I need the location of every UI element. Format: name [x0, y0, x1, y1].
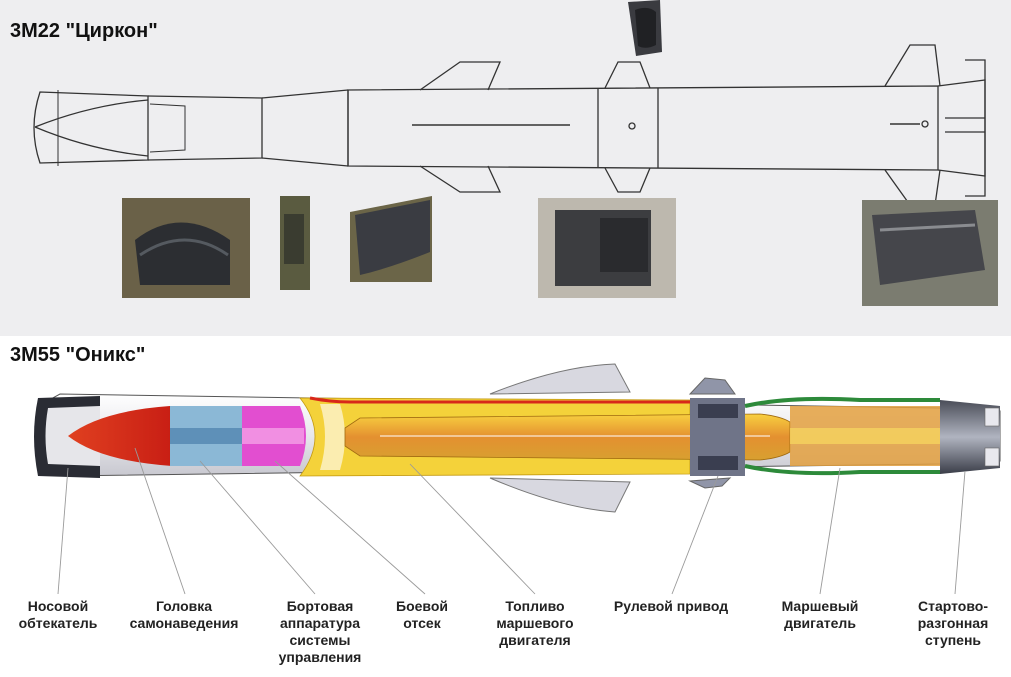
- label-cruise-engine: Маршевый двигатель: [781, 598, 859, 631]
- oniks-seeker-head: [68, 406, 172, 466]
- label-seeker-head: Головка самонаведения: [129, 598, 239, 631]
- oniks-title: 3М55 "Оникс": [10, 344, 146, 366]
- label-control-electronics: Бортовая аппаратура системы управления: [278, 598, 362, 665]
- zircon-title: 3М22 "Циркон": [10, 20, 158, 42]
- zircon-panel: 3М22 "Циркон": [0, 0, 1011, 336]
- leader-lines: [57, 447, 966, 595]
- zircon-nose-outline: [33, 91, 149, 164]
- zircon-control-fin-top: [604, 61, 651, 89]
- zircon-tail-fin-top: [884, 44, 941, 87]
- zircon-mid-wing-top: [419, 61, 501, 91]
- zircon-drawing: [33, 0, 998, 306]
- zircon-main-body: [347, 85, 939, 171]
- label-rudder-actuator: Рулевой привод: [613, 598, 729, 614]
- oniks-fuel-line: [309, 396, 690, 404]
- zircon-control-fin-bottom: [604, 167, 651, 193]
- label-fuel: Топливо маршевого двигателя: [496, 598, 574, 648]
- oniks-wing-bottom: [489, 477, 631, 513]
- oniks-cruise-engine: [744, 396, 940, 408]
- zircon-mid-wing-bottom: [419, 165, 502, 193]
- zircon-forward-body: [147, 95, 263, 161]
- label-booster: Стартово- разгонная ступень: [917, 598, 989, 648]
- oniks-panel: 3М55 "Оникс": [0, 336, 1011, 677]
- oniks-control-fin-top: [688, 377, 736, 395]
- oniks-control-fin-bottom: [688, 477, 732, 489]
- oniks-cutaway: [34, 363, 1001, 595]
- label-warhead: Боевой отсек: [396, 598, 448, 631]
- label-nose-fairing: Носовой обтекатель: [18, 598, 98, 631]
- zircon-tail-fin-bottom: [884, 169, 941, 206]
- debris-photos: [122, 0, 998, 306]
- zircon-booster: [937, 79, 986, 177]
- zircon-nose-tip: [34, 99, 149, 157]
- oniks-wing-top: [489, 363, 631, 395]
